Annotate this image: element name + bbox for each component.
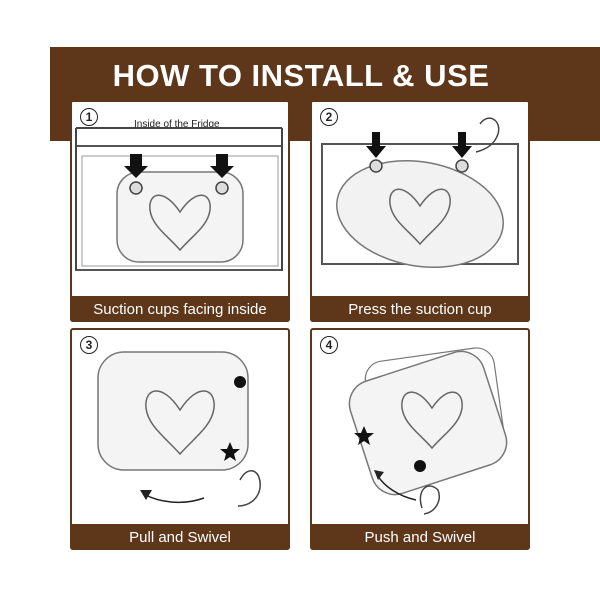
step-2-panel: 2 Press the suction cup bbox=[310, 100, 530, 322]
hand-icon bbox=[237, 470, 261, 507]
dot-marker-icon bbox=[234, 376, 246, 388]
step-4-caption: Push and Swivel bbox=[310, 524, 530, 550]
arrow-down-icon bbox=[452, 132, 472, 158]
hand-icon bbox=[475, 117, 500, 153]
step-3-illustration bbox=[97, 351, 261, 507]
curved-arrow-icon bbox=[143, 493, 205, 504]
curved-arrow-icon bbox=[377, 475, 417, 501]
suction-cup-icon bbox=[215, 181, 229, 195]
step-2-number: 2 bbox=[320, 108, 338, 126]
star-icon bbox=[220, 442, 240, 461]
arrow-down-icon bbox=[210, 154, 234, 178]
step-3-panel: 3 Pull and Swivel bbox=[70, 328, 290, 550]
step-1-number: 1 bbox=[80, 108, 98, 126]
step-3-number: 3 bbox=[80, 336, 98, 354]
step-4-illustration bbox=[348, 347, 508, 515]
fridge-label: Inside of the Fridge bbox=[134, 119, 220, 130]
step-4-panel: 4 Push and Swivel bbox=[310, 328, 530, 550]
hand-icon bbox=[419, 485, 440, 515]
step-1-panel: 1 Inside of the Fridge Suction cups faci… bbox=[70, 100, 290, 322]
step-2-caption: Press the suction cup bbox=[310, 296, 530, 322]
mat-shape bbox=[336, 160, 504, 268]
step-2-illustration bbox=[321, 117, 519, 268]
dot-marker-icon bbox=[414, 460, 426, 472]
suction-cup-icon bbox=[369, 159, 383, 173]
page-title: HOW TO INSTALL & USE bbox=[112, 58, 490, 93]
heart-icon bbox=[389, 188, 451, 246]
step-1-caption: Suction cups facing inside bbox=[70, 296, 290, 322]
star-icon bbox=[354, 426, 374, 445]
suction-cup-icon bbox=[129, 181, 143, 195]
arrow-down-icon bbox=[124, 154, 148, 178]
step-1-illustration bbox=[75, 127, 283, 271]
arrow-down-icon bbox=[366, 132, 386, 158]
mat-shape bbox=[97, 351, 249, 471]
mat-shape bbox=[348, 350, 508, 496]
heart-icon bbox=[149, 194, 211, 252]
mat-shape bbox=[116, 171, 244, 263]
step-3-caption: Pull and Swivel bbox=[70, 524, 290, 550]
heart-icon bbox=[401, 391, 463, 450]
suction-cup-icon bbox=[455, 159, 469, 173]
step-4-number: 4 bbox=[320, 336, 338, 354]
heart-icon bbox=[145, 390, 215, 456]
